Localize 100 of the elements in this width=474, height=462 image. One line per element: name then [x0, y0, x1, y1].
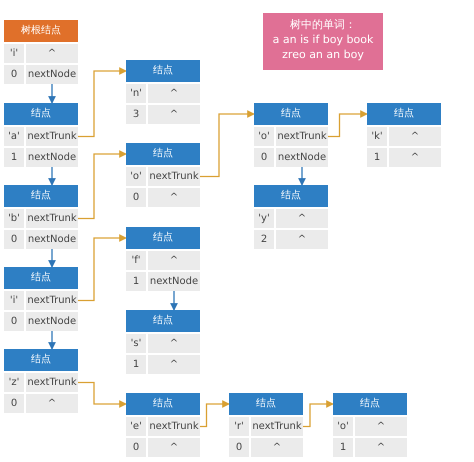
note-heading: 树中的单词：: [289, 17, 357, 32]
pointer-cell: nextTrunk: [26, 373, 78, 392]
value-cell: 1: [367, 148, 387, 167]
pointer-cell: ^: [276, 230, 328, 249]
node-card: [229, 393, 303, 457]
arrow: [298, 167, 306, 186]
value-cell: 's': [126, 334, 146, 353]
node-card: [333, 393, 407, 457]
arrow: [48, 249, 56, 268]
node-card: [4, 20, 78, 84]
pointer-cell: ^: [389, 127, 441, 146]
node-header: 树根结点: [4, 20, 78, 42]
node-card: [126, 393, 200, 457]
pointer-cell: ^: [355, 438, 407, 457]
pointer-cell: ^: [355, 417, 407, 436]
pointer-cell: nextNode: [26, 148, 78, 167]
arrow: [48, 84, 56, 104]
node-header: 结点: [254, 185, 328, 207]
node-card: [4, 185, 78, 249]
note-text: a an is if boy book zreo an an boy: [272, 32, 374, 62]
arrow: [48, 167, 56, 186]
node-card: [254, 103, 328, 167]
pointer-cell: nextNode: [148, 272, 200, 291]
arrow: [303, 400, 334, 428]
value-cell: 'b': [4, 209, 24, 228]
arrow: [78, 234, 127, 302]
node-header: 结点: [126, 143, 200, 165]
pointer-cell: nextTrunk: [26, 209, 78, 228]
node-card: [254, 185, 328, 249]
arrow: [78, 150, 127, 220]
pointer-cell: ^: [251, 438, 303, 457]
pointer-cell: ^: [276, 209, 328, 228]
value-cell: 'o': [254, 127, 274, 146]
node-header: 结点: [4, 349, 78, 371]
value-cell: 'n': [126, 84, 146, 103]
node-card: [367, 103, 441, 167]
value-cell: 3: [126, 105, 146, 124]
node-header: 结点: [126, 310, 200, 332]
node-header: 结点: [126, 227, 200, 249]
value-cell: 0: [126, 188, 146, 207]
pointer-cell: ^: [26, 44, 78, 63]
node-card: [4, 103, 78, 167]
value-cell: 0: [4, 230, 24, 249]
node-card: [126, 60, 200, 124]
pointer-cell: nextNode: [276, 148, 328, 167]
pointer-cell: nextTrunk: [26, 291, 78, 310]
value-cell: 1: [126, 355, 146, 374]
arrow: [78, 67, 127, 138]
pointer-cell: nextTrunk: [251, 417, 303, 436]
node-header: 结点: [229, 393, 303, 415]
pointer-cell: nextTrunk: [148, 417, 200, 436]
value-cell: 0: [126, 438, 146, 457]
pointer-cell: nextTrunk: [148, 167, 200, 186]
node-header: 结点: [126, 393, 200, 415]
value-cell: 'r': [229, 417, 249, 436]
value-cell: 0: [4, 65, 24, 84]
node-card: [4, 349, 78, 413]
node-header: 结点: [4, 185, 78, 207]
value-cell: 'f': [126, 251, 146, 270]
value-cell: 1: [126, 272, 146, 291]
node-header: 结点: [4, 267, 78, 289]
value-cell: 'i': [4, 44, 24, 63]
arrow: [170, 291, 178, 311]
node-card: [126, 310, 200, 374]
value-cell: 'z': [4, 373, 24, 392]
value-cell: 0: [254, 148, 274, 167]
value-cell: 'e': [126, 417, 146, 436]
arrow: [200, 400, 230, 428]
node-card: [126, 143, 200, 207]
arrow: [78, 382, 127, 408]
pointer-cell: ^: [148, 105, 200, 124]
value-cell: 'a': [4, 127, 24, 146]
node-header: 结点: [333, 393, 407, 415]
value-cell: 1: [4, 148, 24, 167]
pointer-cell: ^: [26, 394, 78, 413]
pointer-cell: ^: [148, 355, 200, 374]
pointer-cell: nextTrunk: [276, 127, 328, 146]
pointer-cell: nextNode: [26, 65, 78, 84]
pointer-cell: ^: [148, 251, 200, 270]
node-header: 结点: [367, 103, 441, 125]
node-header: 结点: [254, 103, 328, 125]
value-cell: 2: [254, 230, 274, 249]
value-cell: 'i': [4, 291, 24, 310]
value-cell: 'k': [367, 127, 387, 146]
pointer-cell: ^: [148, 438, 200, 457]
pointer-cell: ^: [148, 84, 200, 103]
pointer-cell: nextNode: [26, 230, 78, 249]
node-header: 结点: [4, 103, 78, 125]
value-cell: 0: [4, 394, 24, 413]
arrow: [200, 110, 255, 178]
pointer-cell: ^: [148, 334, 200, 353]
pointer-cell: ^: [389, 148, 441, 167]
node-card: [4, 267, 78, 331]
arrow: [48, 331, 56, 350]
pointer-cell: nextTrunk: [26, 127, 78, 146]
note-box: [263, 13, 383, 70]
pointer-cell: ^: [148, 188, 200, 207]
value-cell: 'o': [333, 417, 353, 436]
value-cell: 'o': [126, 167, 146, 186]
pointer-cell: nextNode: [26, 312, 78, 331]
